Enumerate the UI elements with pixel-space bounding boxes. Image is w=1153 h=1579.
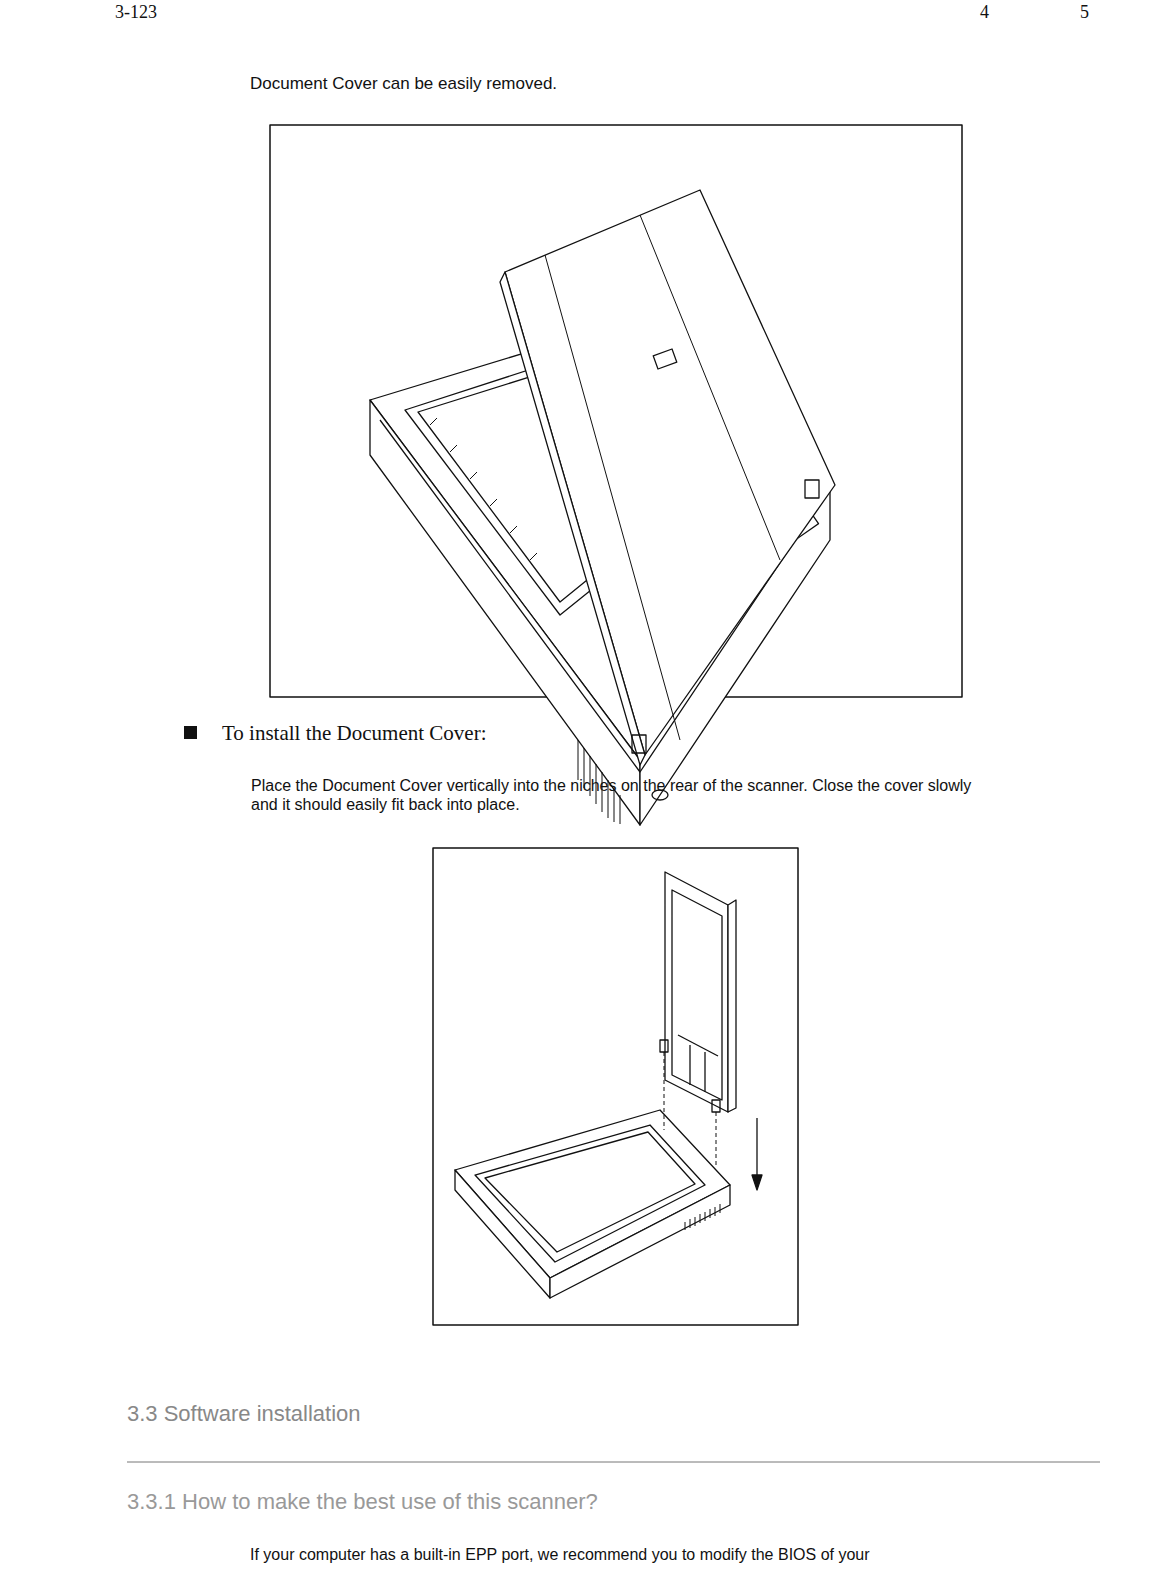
body-text: If your computer has a built-in EPP port… [250, 1545, 870, 1564]
subheading: To install the Document Cover: [222, 721, 486, 746]
section-rule [127, 1462, 1100, 1463]
page-number: 5 [1080, 2, 1089, 24]
section-heading: 3.3 Software installation [127, 1401, 361, 1427]
page-number: 4 [980, 2, 989, 24]
figure-frame [433, 848, 798, 1325]
body-text: Place the Document Cover vertically into… [251, 776, 991, 814]
bullet-square [184, 726, 197, 739]
page-number: 3-123 [115, 2, 157, 24]
scanner-cover-install [455, 872, 762, 1298]
subsection-heading: 3.3.1 How to make the best use of this s… [127, 1489, 598, 1515]
note-text: Document Cover can be easily removed. [250, 74, 557, 94]
